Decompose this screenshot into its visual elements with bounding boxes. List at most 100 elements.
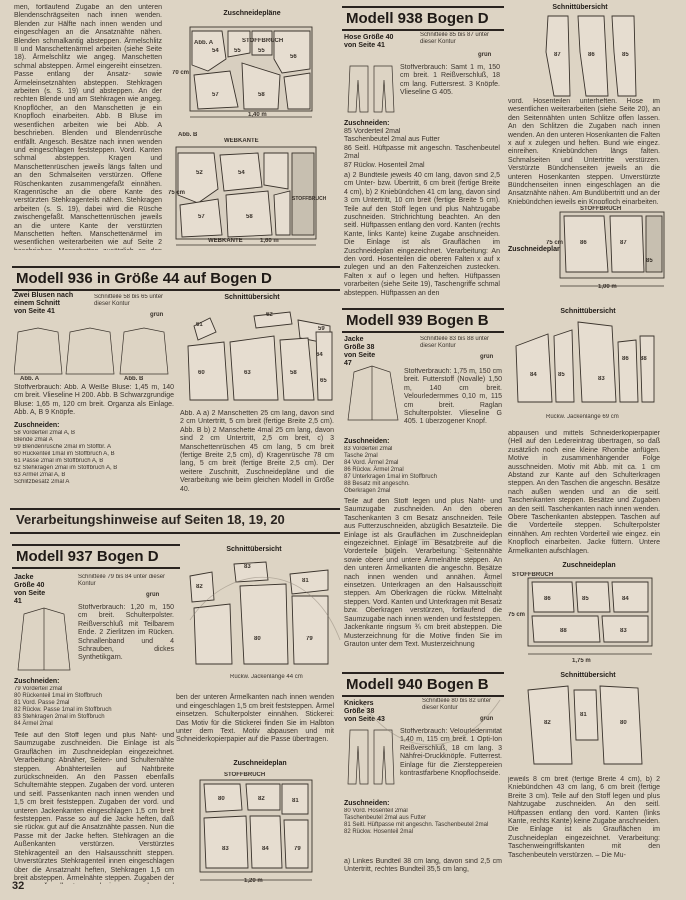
model-936-piece-6: 64: [316, 352, 323, 358]
model-939-sheet: Schnitteile 83 bis 88 unter dieser Kontu…: [420, 336, 490, 349]
model-939-plan-piece-1: 85: [582, 596, 589, 602]
model-939-piece-4: 88: [640, 356, 647, 362]
model-939-heading: Modell 939 Bogen B: [342, 308, 504, 333]
model-938-zuschneiden-label: Zuschneiden:: [344, 120, 390, 127]
model-940-parts: 80 Vord. Hosenteil 2mal Taschenbeutel 2m…: [344, 808, 489, 835]
piece-b-0: 52: [196, 170, 203, 176]
plan-b-width: 1,60 m: [260, 238, 279, 244]
model-939-piece-1: 85: [558, 372, 565, 378]
model-936-stoffverbrauch: Stoffverbrauch: Abb. A Weiße Bluse: 1,45…: [14, 384, 174, 417]
piece-a-1: 55: [234, 48, 241, 54]
model-936-zuschneiden-label: Zuschneiden:: [14, 422, 60, 429]
model-939-cutting-plan: [527, 577, 653, 655]
abb-a-label: Abb. A: [194, 40, 214, 46]
model-936-piece-0: 61: [196, 322, 203, 328]
model-937-plan-piece-1: 82: [258, 796, 265, 802]
model-940-piece-0: 82: [544, 720, 551, 726]
model-938-piece-2: 85: [622, 52, 629, 58]
model-939-plan-piece-4: 83: [620, 628, 627, 634]
model-940-pattern-overview: [527, 685, 643, 765]
piece-b-1: 54: [238, 170, 245, 176]
model-938-subtitle: Hose Größe 40 von Seite 41: [344, 34, 394, 49]
model-936-part-7: Schlitzbesatz 2mal A: [14, 479, 70, 485]
model-939-piece-2: 83: [598, 376, 605, 382]
model-939-stoffverbrauch: Stoffverbrauch: 1,75 m, 150 cm breit. Fu…: [404, 368, 502, 426]
model-939-plan-piece-0: 86: [544, 596, 551, 602]
model-940-heading: Modell 940 Bogen B: [342, 672, 504, 697]
model-937-plan-piece-2: 81: [292, 798, 299, 804]
model-938-schnitt-title: Schnittübersicht: [552, 4, 608, 11]
model-936-part-0: 58 Vorderteil 2mal A, B: [14, 430, 76, 436]
model-936-parts-list: 58 Vorderteil 2mal A, B Blende 2mal A 59…: [14, 430, 174, 486]
model-939-color: grün: [480, 354, 494, 360]
model-937-color: grün: [146, 592, 160, 598]
model-936-part-4: 61 Passe 2mal im Stoffbruch A, B: [14, 458, 104, 464]
stoffbruch-a-label: STOFFBRUCH: [242, 38, 284, 44]
piece-a-0: 54: [212, 48, 219, 54]
model-939-plan-stoffbruch: STOFFBRUCH: [512, 572, 554, 578]
model-939-piece-3: 86: [622, 356, 629, 362]
model-939-sketch: [347, 365, 399, 421]
model-936-instructions: Abb. A a) 2 Manschetten 25 cm lang, davo…: [180, 410, 334, 493]
processing-notes-banner: Verarbeitungshinweise auf Seiten 18, 19,…: [10, 508, 340, 534]
model-936-piece-3: 60: [198, 370, 205, 376]
cutting-plans-title: Zuschneidepläne: [223, 10, 281, 17]
model-936-sketch: [14, 327, 169, 375]
model-937-instructions-tail: ben der unteren Ärmelkanten nach innen w…: [176, 694, 334, 744]
piece-a-4: 57: [212, 92, 219, 98]
webkante-b-bottom: WEBKANTE: [208, 238, 243, 244]
model-936-piece-5: 58: [290, 370, 297, 376]
model-938-plan-piece-0: 86: [580, 240, 587, 246]
piece-b-2: 57: [198, 214, 205, 220]
model-938-plan-width: 1,00 m: [598, 284, 617, 290]
model-937-piece-2: 81: [302, 578, 309, 584]
model-936-part-1: Blende 2mal A: [14, 437, 53, 443]
model-938-cutting-plan: [559, 211, 665, 287]
model-937-pattern-overview: [189, 561, 329, 665]
model-939-piece-0: 84: [530, 372, 537, 378]
model-936-heading: Modell 936 in Größe 44 auf Bogen D: [12, 266, 340, 291]
page-number: 32: [12, 880, 25, 892]
model-937-parts: 79 Vorderteil 2mal 80 Rückenteil 1mal im…: [14, 686, 112, 727]
model-938-heading: Modell 938 Bogen D: [342, 6, 504, 31]
model-937-plan-piece-4: 84: [262, 846, 269, 852]
model-939-instructions-cont: abpausen und mittels Schneiderkopierpapi…: [508, 430, 660, 555]
model-940-subtitle: Knickers Größe 38 von Seite 43: [344, 700, 385, 723]
plan-a-width: 1,40 m: [248, 112, 267, 118]
model-936-abb-b: Abb. B: [124, 376, 144, 382]
model-936-schnitt-title: Schnittübersicht: [224, 294, 280, 301]
model-937-sheet: Schnitteile 79 bis 84 unter dieser Kontu…: [78, 574, 166, 587]
model-937-zuschneiden-label: Zuschneiden:: [14, 678, 60, 685]
model-936-piece-4: 63: [244, 370, 251, 376]
plan-a-height: 70 cm: [172, 70, 190, 76]
model-939-plan-height: 75 cm: [508, 612, 526, 618]
model-936-part-5: 62 Stehkragen 2mal im Stoffbruch A, B: [14, 465, 118, 471]
model-938-color: grün: [478, 52, 492, 58]
model-939-plan-width: 1,75 m: [572, 658, 591, 664]
model-940-stoffverbrauch: Stoffverbrauch: Velourlederimitat 1,40 m…: [400, 728, 502, 778]
model-940-piece-1: 81: [580, 712, 587, 718]
model-937-sketch: [17, 607, 71, 671]
model-940-schnitt-title: Schnittübersicht: [560, 672, 616, 679]
model-937-piece-1: 83: [244, 564, 251, 570]
model-940-color: grün: [480, 716, 494, 722]
abb-b-label: Abb. B: [178, 132, 198, 138]
model-938-sketch: [347, 65, 395, 113]
intro-instructions-text: men, fortlaufend Zugabe an den unteren B…: [14, 4, 162, 250]
model-936-sheet: Schnitteile 58 bis 65 unter dieser Kontu…: [94, 294, 164, 307]
model-939-zuschneiden-label: Zuschneiden:: [344, 438, 390, 445]
model-939-plan-title: Zuschneideplan: [562, 562, 616, 569]
model-937-cutting-plan: [199, 779, 313, 881]
model-937-instructions-cont: ben der unteren Ärmelkanten nach innen w…: [176, 686, 334, 756]
model-937-plan-piece-0: 80: [218, 796, 225, 802]
cutting-plans-top: Zuschneidepläne Abb. A STOFFBRUCH 1,40: [168, 10, 336, 250]
model-936-abb-a: Abb. A: [20, 376, 40, 382]
model-938-instructions: a) 2 Bundteile jeweils 40 cm lang, davon…: [344, 172, 500, 297]
model-937-instructions: Teile auf den Stoff legen und plus Naht-…: [14, 732, 174, 884]
model-937-plan-piece-3: 83: [222, 846, 229, 852]
model-940-instructions: a) Linkes Bundteil 38 cm lang, davon sin…: [344, 858, 502, 874]
model-937-piece-4: 79: [306, 636, 313, 642]
model-939-subtitle: Jacke Größe 38 von Seite 47: [344, 336, 376, 367]
model-938-piece-1: 86: [588, 52, 595, 58]
